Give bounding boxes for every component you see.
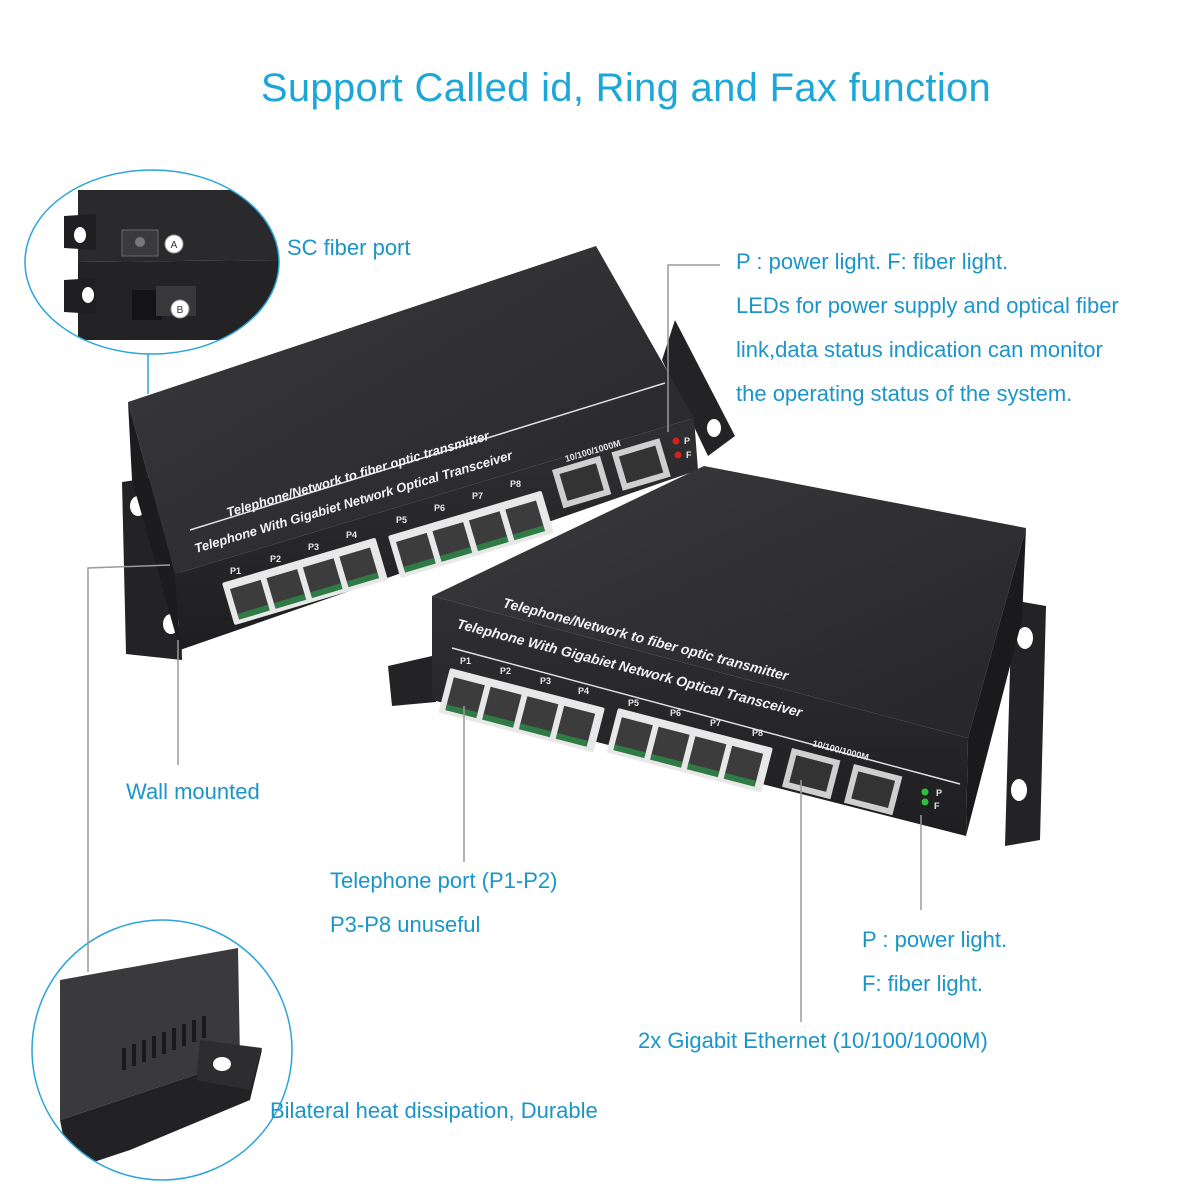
led-top-line: LEDs for power supply and optical fiber [736, 293, 1119, 318]
upper-port-label: P4 [346, 530, 357, 540]
upper-device: Telephone/Network to fiber optic transmi… [122, 246, 735, 660]
lower-port-label: P5 [628, 698, 639, 708]
lower-port-label: P6 [670, 708, 681, 718]
led-top-line: the operating status of the system. [736, 381, 1073, 406]
upper-device-top [128, 246, 694, 574]
upper-port-label: P1 [230, 566, 241, 576]
lower-mount-ear-left [388, 656, 436, 706]
upper-power-led [672, 437, 680, 445]
upper-port-label: P6 [434, 503, 445, 513]
lower-ethernet-ports [781, 748, 903, 816]
sc-fiber-zoom: A B [24, 169, 280, 394]
upper-port-group-1 [222, 538, 388, 625]
telephone-port-line: Telephone port (P1-P2) [330, 868, 558, 893]
led-description-top: P : power light. F: fiber light. LEDs fo… [736, 240, 1119, 416]
lower-led-label: P [936, 788, 942, 798]
telephone-port-description: Telephone port (P1-P2) P3-P8 unuseful [330, 859, 557, 947]
telephone-port-line: P3-P8 unuseful [330, 912, 481, 937]
page-title: Support Called id, Ring and Fax function [260, 66, 992, 110]
lower-port-label: P2 [500, 666, 511, 676]
upper-fiber-led [674, 451, 682, 459]
upper-port-label: P7 [472, 491, 483, 501]
lower-port-group-1 [438, 668, 605, 753]
lower-port-label: P4 [578, 686, 589, 696]
upper-port-label: P3 [308, 542, 319, 552]
lower-port-label: P1 [460, 656, 471, 666]
lower-port-group-2 [606, 708, 773, 793]
upper-port-group-2 [388, 491, 554, 578]
lower-port-label: P3 [540, 676, 551, 686]
lower-device-top [432, 466, 1026, 738]
heat-dissipation-zoom [31, 919, 293, 1181]
upper-port-label: P5 [396, 515, 407, 525]
lower-led-label: F [934, 801, 940, 811]
sc-fiber-port-label: SC fiber port [287, 235, 411, 260]
lower-device: Telephone/Network to fiber optic transmi… [388, 466, 1046, 846]
upper-ethernet-ports [552, 438, 671, 509]
upper-led-label: F [686, 450, 692, 460]
wall-mounted-label: Wall mounted [126, 779, 260, 804]
callout-leader-lines [87, 264, 922, 1022]
upper-port-label: P2 [270, 554, 281, 564]
led-description-bottom: P : power light. F: fiber light. [862, 918, 1007, 1006]
led-bottom-line: F: fiber light. [862, 971, 984, 996]
fiber-marker-a: A [171, 240, 178, 251]
upper-led-label: P [684, 436, 690, 446]
lower-port-label: P8 [752, 728, 763, 738]
heat-dissipation-label: Bilateral heat dissipation, Durable [270, 1098, 598, 1123]
led-top-line: link,data status indication can monitor [736, 337, 1103, 362]
led-top-line: P : power light. F: fiber light. [736, 249, 1009, 274]
gigabit-ethernet-label: 2x Gigabit Ethernet (10/100/1000M) [638, 1028, 988, 1053]
led-bottom-line: P : power light. [862, 927, 1008, 952]
fiber-marker-b: B [177, 305, 184, 316]
lower-fiber-led [921, 798, 929, 806]
lower-power-led [921, 788, 929, 796]
upper-port-label: P8 [510, 479, 521, 489]
lower-port-label: P7 [710, 718, 721, 728]
